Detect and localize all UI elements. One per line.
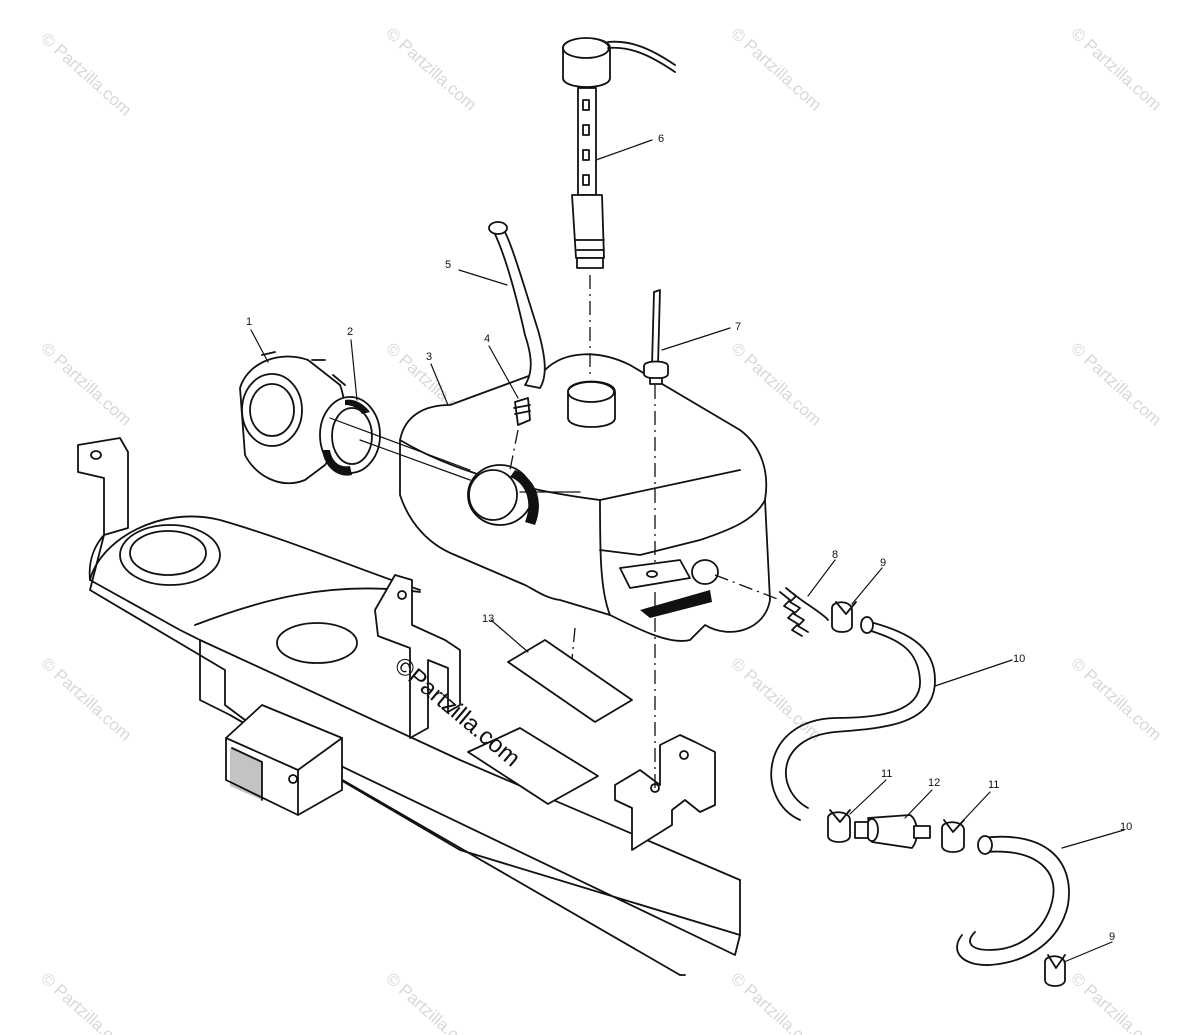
fuel-hose	[956, 835, 1070, 966]
watermark: © Partzilla.com	[727, 339, 825, 430]
callout-7: 7	[735, 321, 741, 333]
watermark: © Partzilla.com	[382, 24, 480, 115]
breather-fitting	[513, 397, 531, 426]
callout-9: 9	[880, 557, 886, 569]
watermark: © Partzilla.com	[727, 969, 825, 1035]
watermark: © Partzilla.com	[37, 969, 135, 1035]
watermark: © Partzilla.com	[37, 339, 135, 430]
watermark: © Partzilla.com	[1067, 24, 1165, 115]
hose-clamp	[831, 601, 857, 633]
level-gauge	[562, 37, 676, 269]
hose-clamp	[1044, 954, 1066, 987]
inline-filter	[854, 814, 931, 849]
callout-13: 13	[482, 613, 494, 625]
leader-lines	[250, 139, 1125, 963]
callout-10-second: 10	[1120, 821, 1132, 833]
fuel-hose	[770, 616, 936, 821]
frame-chassis	[77, 437, 741, 976]
callout-4: 4	[484, 333, 490, 345]
hose-clamp	[827, 809, 851, 843]
vent-hose	[488, 221, 546, 389]
callout-labels: 1 2 3 4 5 6 7 8 9 10 11 12 11 10 9 13	[246, 133, 1132, 943]
callout-6: 6	[658, 133, 664, 145]
spring	[779, 587, 829, 637]
level-sensor	[643, 289, 669, 385]
gasket	[319, 396, 381, 476]
callout-2: 2	[347, 326, 353, 338]
callout-11: 11	[881, 768, 892, 780]
watermark: © Partzilla.com	[1067, 339, 1165, 430]
watermark: © Partzilla.com	[37, 654, 135, 745]
watermark: © Partzilla.com	[1067, 654, 1165, 745]
callout-1: 1	[246, 316, 252, 328]
callout-3: 3	[426, 351, 432, 363]
callout-10: 10	[1013, 653, 1025, 665]
callout-11-second: 11	[988, 779, 999, 791]
decal	[507, 639, 633, 723]
watermark: © Partzilla.com	[727, 654, 825, 745]
hose-clamp	[941, 819, 965, 853]
watermark: © Partzilla.com	[727, 24, 825, 115]
oil-tank	[399, 353, 771, 642]
filler-cap	[239, 351, 346, 485]
callout-12: 12	[928, 777, 940, 789]
tank-brackets	[374, 574, 716, 851]
watermark: © Partzilla.com	[382, 969, 480, 1035]
assembly-centerlines	[329, 275, 781, 790]
callout-8: 8	[832, 549, 838, 561]
callout-5: 5	[445, 259, 451, 271]
watermark: © Partzilla.com	[37, 29, 135, 120]
watermark: © Partzilla.com	[1067, 969, 1165, 1035]
callout-9-second: 9	[1109, 931, 1115, 943]
